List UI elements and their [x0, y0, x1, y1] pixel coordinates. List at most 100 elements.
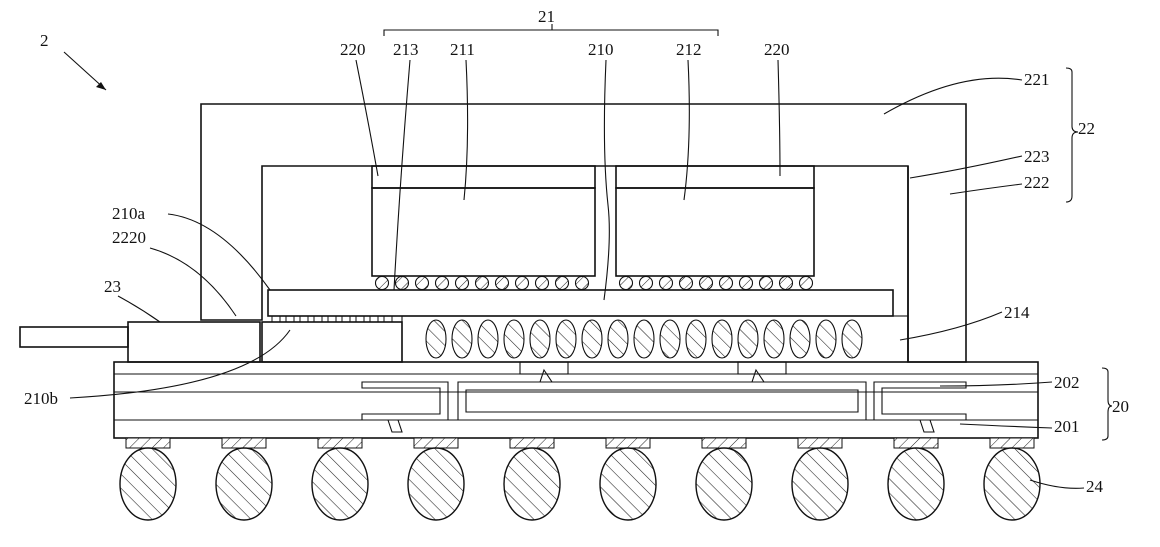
interposer-pad — [299, 315, 309, 323]
interposer-pad — [341, 315, 351, 323]
micro-bump — [414, 275, 430, 291]
solder-ball — [887, 447, 945, 521]
interposer-bump — [451, 319, 473, 359]
chip-211 — [371, 165, 596, 277]
solder-ball — [311, 447, 369, 521]
solder-ball — [695, 447, 753, 521]
micro-bump — [738, 275, 754, 291]
micro-bump — [678, 275, 694, 291]
micro-bump — [454, 275, 470, 291]
connector-23 — [19, 321, 403, 363]
interposer-pad — [327, 315, 337, 323]
interposer-210 — [267, 289, 894, 317]
label-2220: 2220 — [112, 228, 146, 247]
ball-pad — [509, 437, 555, 449]
ball-pad — [317, 437, 363, 449]
ball-pad — [989, 437, 1035, 449]
micro-bump — [638, 275, 654, 291]
ball-pad — [797, 437, 843, 449]
micro-bump — [514, 275, 530, 291]
label-201: 201 — [1054, 417, 1080, 436]
interposer-bump — [555, 319, 577, 359]
interposer-bumps — [425, 319, 863, 359]
interposer-bump — [529, 319, 551, 359]
micro-bump — [778, 275, 794, 291]
label-210b: 210b — [24, 389, 58, 408]
interposer-bump — [815, 319, 837, 359]
interposer-bump — [841, 319, 863, 359]
micro-bump — [374, 275, 390, 291]
ball-pad — [413, 437, 459, 449]
label-213: 213 — [393, 40, 419, 59]
interposer-bump — [763, 319, 785, 359]
micro-bump — [494, 275, 510, 291]
interposer-bump — [425, 319, 447, 359]
chip-212 — [615, 165, 815, 277]
interposer-bump — [711, 319, 733, 359]
solder-ball — [791, 447, 849, 521]
label-222: 222 — [1024, 173, 1050, 192]
label-202: 202 — [1054, 373, 1080, 392]
interposer-bump — [503, 319, 525, 359]
ball-pad — [893, 437, 939, 449]
interposer-pad — [369, 315, 379, 323]
micro-bump — [394, 275, 410, 291]
label-20: 20 — [1112, 397, 1129, 416]
micro-bump — [718, 275, 734, 291]
label-223: 223 — [1024, 147, 1050, 166]
interposer-bump — [685, 319, 707, 359]
reference-labels: 2 21 220 213 211 210 212 220 221 22 223 … — [24, 7, 1129, 496]
label-23: 23 — [104, 277, 121, 296]
label-210: 210 — [588, 40, 614, 59]
interposer-bump — [607, 319, 629, 359]
substrate-traces-202 — [361, 361, 967, 433]
label-221: 221 — [1024, 70, 1050, 89]
interposer-bump — [737, 319, 759, 359]
interposer-bump — [789, 319, 811, 359]
label-210a: 210a — [112, 204, 146, 223]
micro-bump — [474, 275, 490, 291]
interposer-pad — [285, 315, 295, 323]
micro-bump — [574, 275, 590, 291]
interposer-bump — [633, 319, 655, 359]
leader-lines — [63, 24, 1113, 489]
label-24: 24 — [1086, 477, 1104, 496]
interposer-pad — [383, 315, 393, 323]
label-212: 212 — [676, 40, 702, 59]
interposer-pad — [271, 315, 281, 323]
ball-pad — [221, 437, 267, 449]
substrate-20 — [113, 361, 1039, 439]
interposer-bump — [659, 319, 681, 359]
ball-pad — [605, 437, 651, 449]
micro-bump — [798, 275, 814, 291]
micro-bump — [698, 275, 714, 291]
solder-ball — [503, 447, 561, 521]
label-22: 22 — [1078, 119, 1095, 138]
ball-pad — [125, 437, 171, 449]
label-2: 2 — [40, 31, 49, 50]
micro-bump — [658, 275, 674, 291]
micro-bump — [434, 275, 450, 291]
interposer-bump — [477, 319, 499, 359]
solder-ball — [119, 447, 177, 521]
micro-bump — [534, 275, 550, 291]
interposer-pad — [355, 315, 365, 323]
solder-balls-24 — [119, 437, 1041, 521]
label-220-left: 220 — [340, 40, 366, 59]
micro-bumps — [271, 275, 814, 323]
micro-bump — [758, 275, 774, 291]
solder-ball — [599, 447, 657, 521]
solder-ball — [983, 447, 1041, 521]
micro-bump — [618, 275, 634, 291]
ball-pad — [701, 437, 747, 449]
interposer-bump — [581, 319, 603, 359]
label-211: 211 — [450, 40, 475, 59]
label-214: 214 — [1004, 303, 1030, 322]
solder-ball — [215, 447, 273, 521]
label-21: 21 — [538, 7, 555, 26]
interposer-pad — [313, 315, 323, 323]
solder-ball — [407, 447, 465, 521]
label-220-right: 220 — [764, 40, 790, 59]
